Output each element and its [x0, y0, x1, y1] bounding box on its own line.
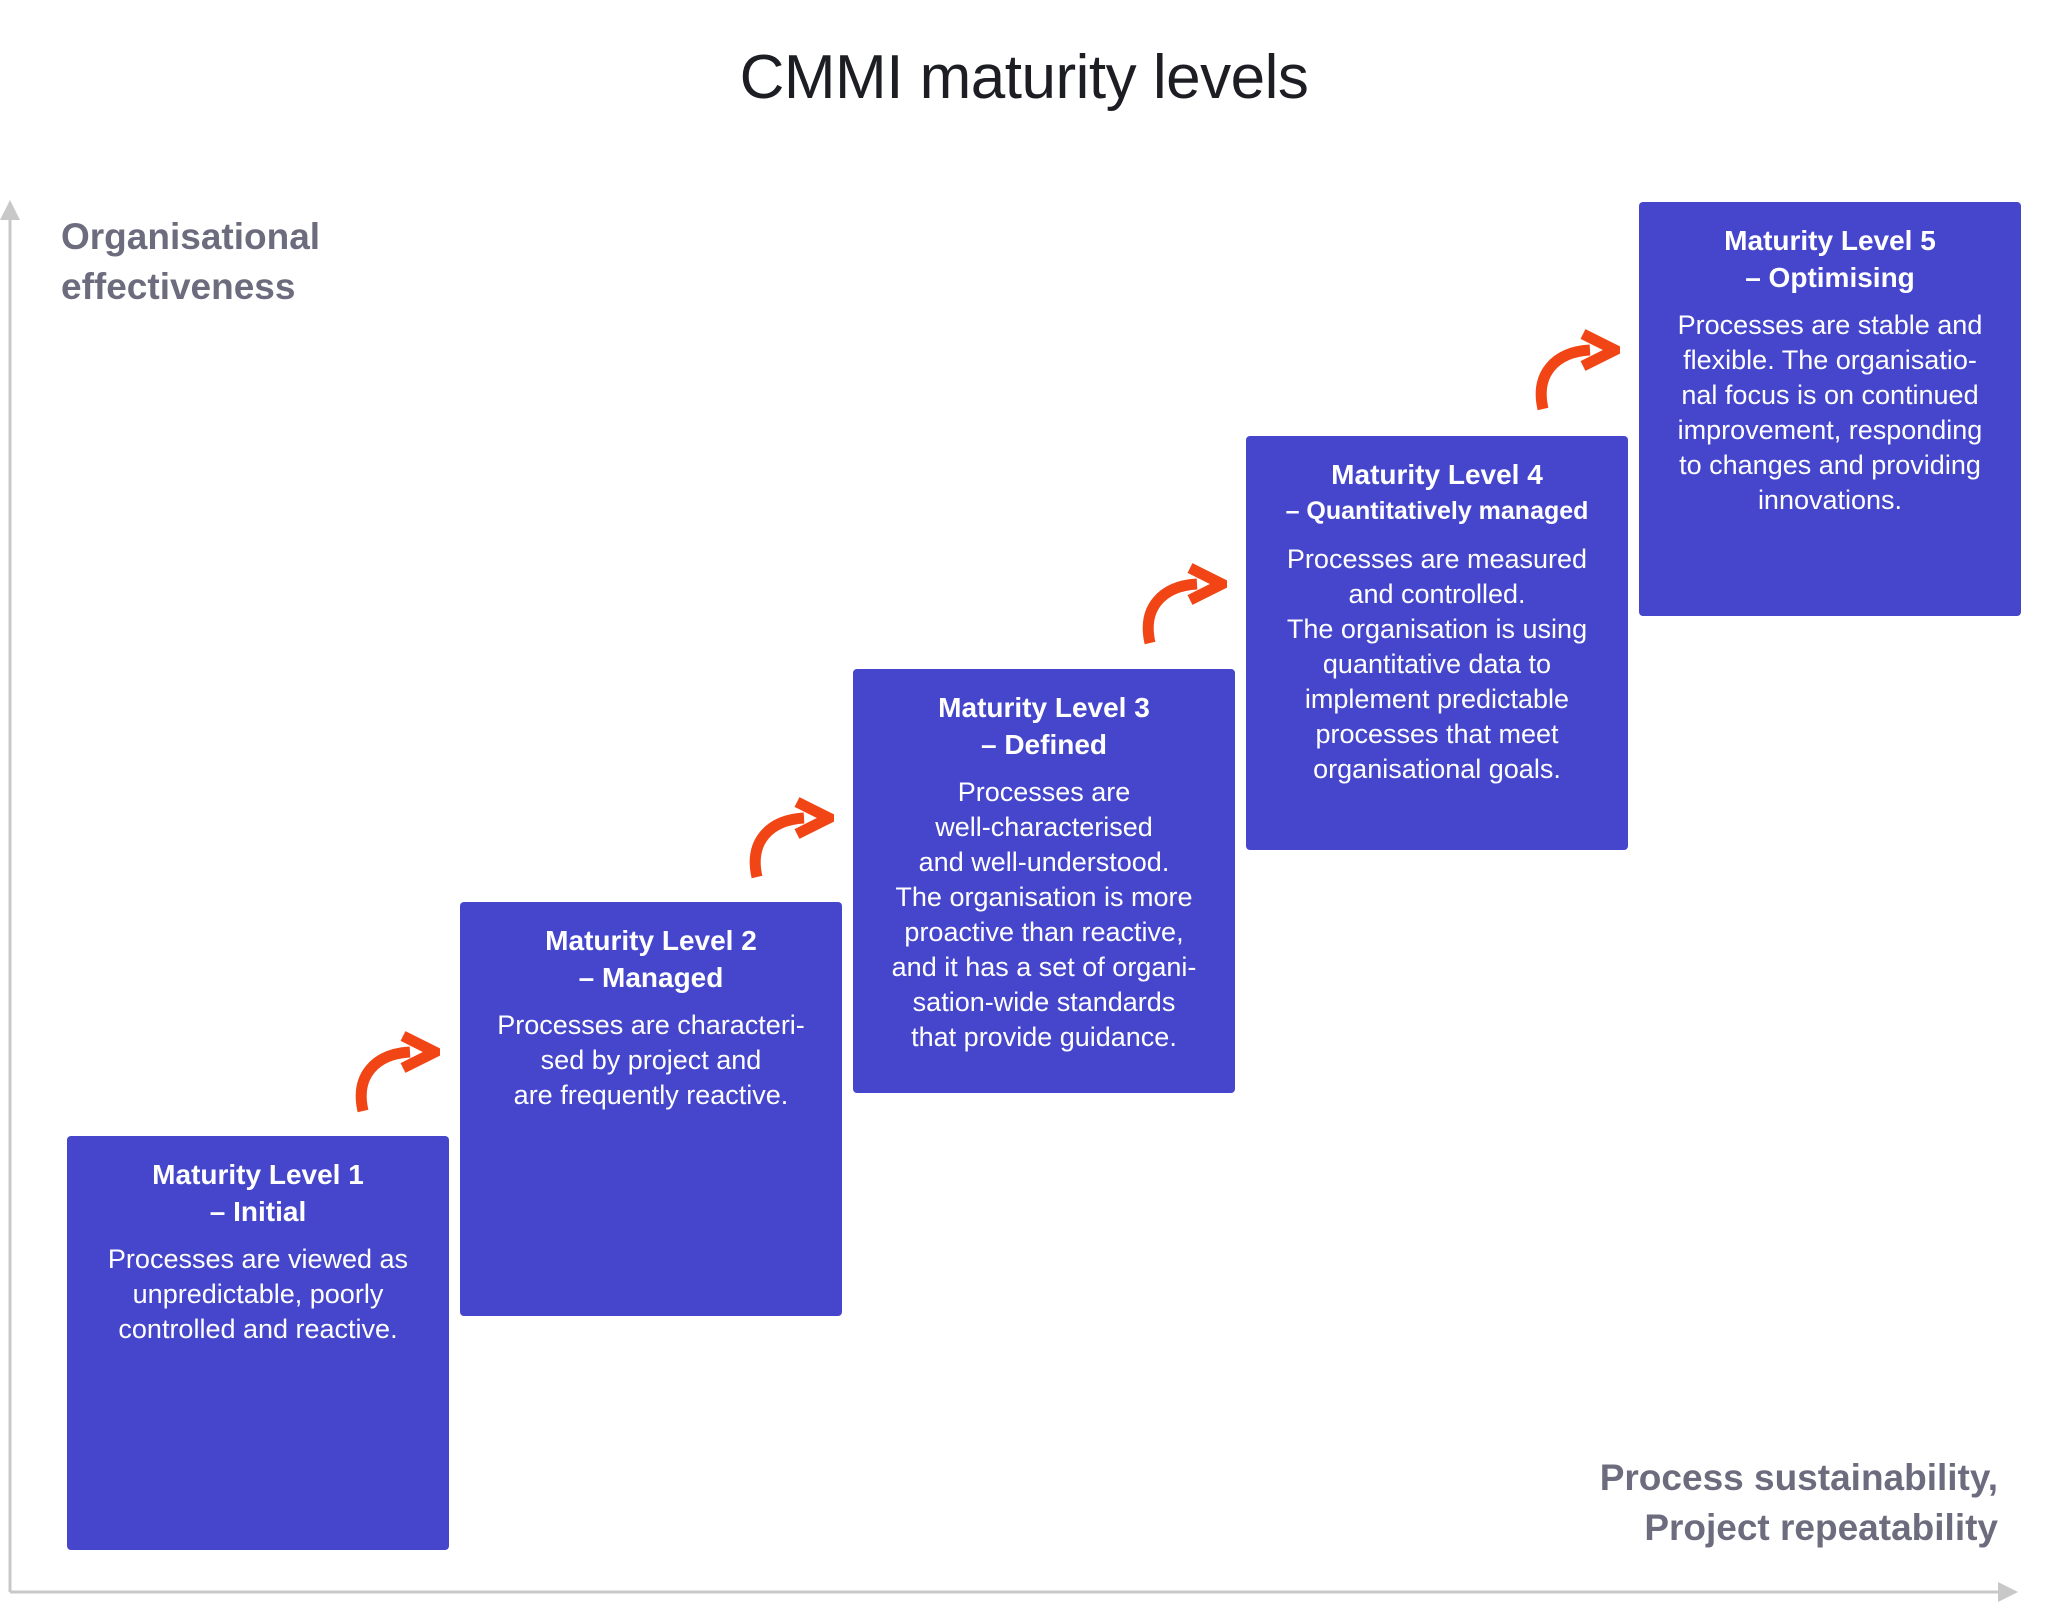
- level-1-heading: Maturity Level 1: [152, 1159, 364, 1190]
- diagram-title: CMMI maturity levels: [739, 43, 1309, 112]
- curved-arrow-icon: [749, 797, 834, 879]
- level-4-heading: Maturity Level 4: [1331, 459, 1543, 490]
- level-2-subheading: – Managed: [578, 962, 724, 993]
- y-axis-label-line1: Organisational: [61, 216, 321, 257]
- level-5-subheading: – Optimising: [1745, 262, 1915, 293]
- level-4-subheading: – Quantitatively managed: [1285, 497, 1589, 525]
- level-5-description: Processes are stable and flexible. The o…: [1677, 310, 1983, 515]
- level-2-heading: Maturity Level 2: [545, 925, 757, 956]
- level-3-heading: Maturity Level 3: [938, 692, 1150, 723]
- maturity-level-2-box: Maturity Level 2 – Managed Processes are…: [460, 902, 842, 1316]
- maturity-level-5-box: Maturity Level 5 – Optimising Processes …: [1639, 202, 2021, 616]
- maturity-level-4-box: Maturity Level 4 – Quantitatively manage…: [1246, 436, 1628, 850]
- x-axis-arrowhead-icon: [1998, 1582, 2018, 1602]
- level-2-description: Processes are characteri- sed by project…: [497, 1010, 805, 1110]
- level-3-subheading: – Defined: [980, 729, 1108, 760]
- x-axis-label-line2: Project repeatability: [1644, 1507, 1998, 1548]
- level-3-description: Processes are well-characterised and wel…: [891, 777, 1197, 1052]
- y-axis-label: Organisational effectiveness: [61, 212, 320, 312]
- y-axis-label-line2: effectiveness: [61, 266, 296, 307]
- level-1-subheading: – Initial: [209, 1196, 307, 1227]
- maturity-level-3-box: Maturity Level 3 – Defined Processes are…: [853, 669, 1235, 1093]
- x-axis-label: Process sustainability, Project repeatab…: [1600, 1453, 1998, 1553]
- curved-arrow-icon: [355, 1031, 440, 1113]
- level-4-description: Processes are measured and controlled. T…: [1286, 544, 1588, 784]
- level-5-heading: Maturity Level 5: [1724, 225, 1936, 256]
- level-1-description: Processes are viewed as unpredictable, p…: [107, 1244, 409, 1344]
- y-axis-arrowhead-icon: [0, 200, 20, 220]
- curved-arrow-icon: [1142, 563, 1227, 645]
- maturity-level-1-box: Maturity Level 1 – Initial Processes are…: [67, 1136, 449, 1550]
- curved-arrow-icon: [1535, 329, 1620, 411]
- x-axis-label-line1: Process sustainability,: [1599, 1457, 1998, 1498]
